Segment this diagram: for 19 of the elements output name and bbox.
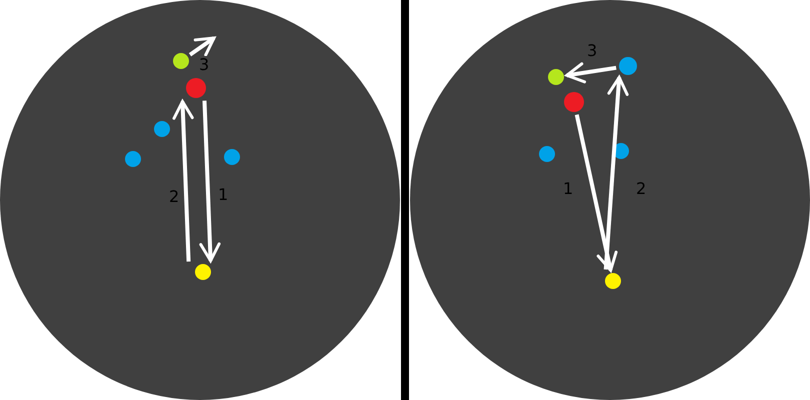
dot (125, 151, 141, 167)
dot (548, 69, 564, 85)
dark-disc (410, 0, 810, 400)
arrow (574, 114, 618, 272)
dot (224, 149, 240, 165)
dot (195, 264, 211, 280)
dot (564, 92, 584, 112)
arrow (199, 100, 221, 262)
dot (173, 53, 189, 69)
dot (186, 78, 206, 98)
dot (539, 146, 555, 162)
arrow (188, 36, 216, 56)
dot (154, 121, 170, 137)
arrow (172, 100, 194, 262)
dot (605, 273, 621, 289)
arrow (604, 76, 629, 270)
arrow (565, 62, 616, 84)
dot (619, 57, 637, 75)
dark-disc (0, 0, 400, 400)
